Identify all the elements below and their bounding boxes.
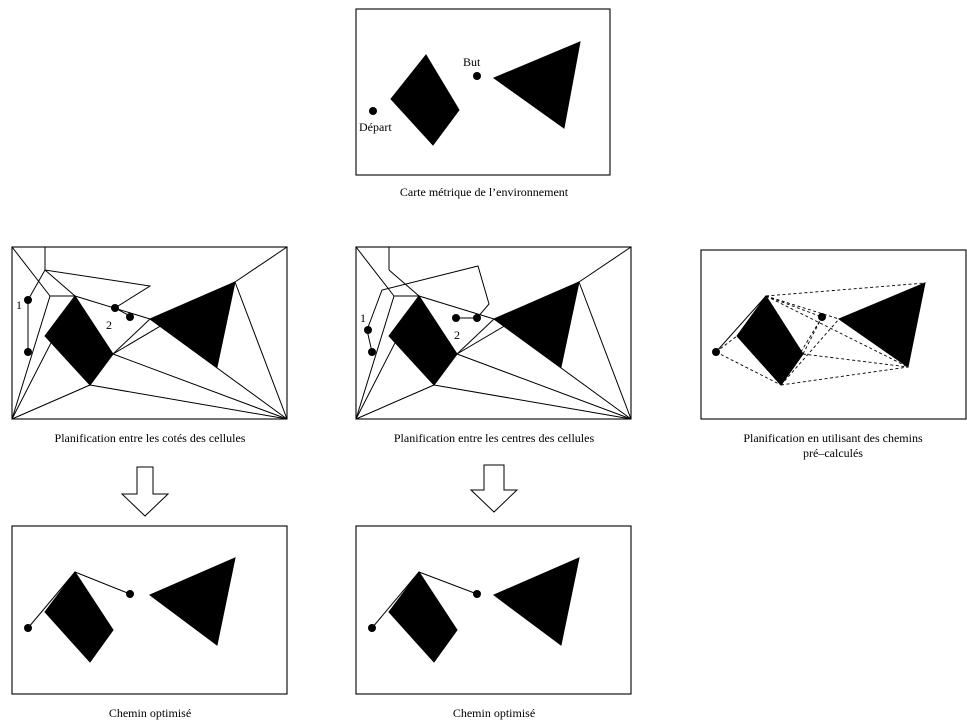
- centers-marker-1: 1: [360, 311, 366, 325]
- sides-start-point: [24, 348, 32, 356]
- optimized-right-diamond-obstacle: [388, 571, 458, 663]
- centers-goal-point: [473, 314, 481, 322]
- start-point: [369, 107, 377, 115]
- panel-metric-map: But Départ Carte métrique de l’environne…: [355, 8, 611, 199]
- sides-point-1: [24, 296, 32, 304]
- centers-triangulation: [355, 246, 632, 420]
- optimized-right-path: [371, 571, 478, 629]
- optimized-left-caption: Chemin optimisé: [109, 706, 191, 720]
- optimized-right-goal-point: [473, 590, 481, 598]
- down-arrow-center: [469, 464, 519, 513]
- optimized-right-start-point: [368, 624, 376, 632]
- start-label: Départ: [359, 120, 392, 134]
- sides-point-2: [111, 304, 119, 312]
- precomputed-triangle-obstacle: [837, 282, 926, 368]
- panel-sides-planning: 1 2 Planification entre les cotés des ce…: [11, 246, 288, 445]
- optimized-left-goal-point: [126, 590, 134, 598]
- optimized-left-diamond-obstacle: [44, 571, 114, 663]
- centers-point-1: [364, 326, 372, 334]
- sides-triangle-obstacle: [148, 281, 236, 368]
- precomputed-solid-path: [715, 295, 767, 353]
- panel-precomputed-planning: Planification en utilisant des chemins p…: [700, 249, 967, 460]
- map-caption: Carte métrique de l’environnement: [400, 185, 569, 199]
- precomputed-frame: [700, 249, 967, 420]
- optimized-right-triangle-obstacle: [493, 557, 580, 646]
- optimized-right-frame: [355, 525, 632, 695]
- sides-marker-1: 1: [16, 298, 22, 312]
- precomputed-caption-line2: pré–calculés: [803, 446, 863, 460]
- centers-marker-2: 2: [454, 328, 460, 342]
- optimized-right-caption: Chemin optimisé: [453, 706, 535, 720]
- map-frame: [355, 8, 611, 176]
- panel-optimized-left: Chemin optimisé: [11, 525, 288, 720]
- sides-marker-2: 2: [106, 318, 112, 332]
- goal-point: [473, 72, 481, 80]
- centers-caption: Planification entre les centres des cell…: [394, 431, 595, 445]
- sides-goal-point: [126, 313, 134, 321]
- diamond-obstacle: [390, 54, 460, 146]
- panel-centers-planning: 1 2 Planification entre les centres des …: [355, 246, 632, 445]
- centers-point-2: [452, 314, 460, 322]
- optimized-left-triangle-obstacle: [149, 557, 236, 646]
- triangle-obstacle: [492, 41, 581, 129]
- precomputed-caption-line1: Planification en utilisant des chemins: [743, 431, 923, 445]
- centers-frame: [355, 246, 632, 420]
- precomputed-start-point: [712, 348, 720, 356]
- down-arrow-left: [120, 466, 170, 517]
- goal-label: But: [463, 55, 481, 69]
- precomputed-dashed-paths: [715, 282, 926, 386]
- sides-diamond-obstacle: [44, 295, 114, 386]
- optimized-left-path: [27, 571, 131, 629]
- sides-caption: Planification entre les cotés des cellul…: [55, 431, 246, 445]
- sides-frame: [11, 246, 288, 420]
- centers-start-point: [368, 348, 376, 356]
- optimized-left-frame: [11, 525, 288, 695]
- precomputed-goal-point: [818, 313, 826, 321]
- centers-diamond-obstacle: [388, 295, 458, 386]
- optimized-left-start-point: [24, 624, 32, 632]
- panel-optimized-right: Chemin optimisé: [355, 525, 632, 720]
- centers-triangle-obstacle: [492, 281, 580, 368]
